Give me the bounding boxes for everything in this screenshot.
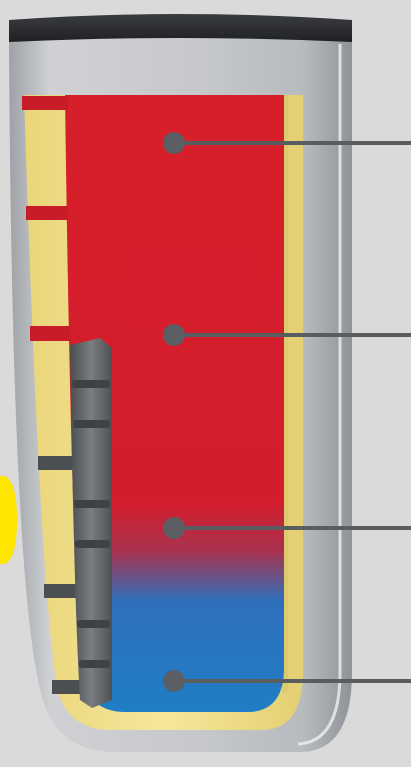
marker-dot-3 (163, 517, 185, 539)
pipe-top (22, 96, 68, 110)
tank-cap (9, 14, 352, 42)
marker-dot-2 (163, 324, 185, 346)
pipe-middle (30, 326, 70, 341)
side-tab (0, 476, 17, 564)
marker-dot-4 (163, 670, 185, 692)
pipe-upper (26, 206, 68, 220)
marker-dot-1 (163, 132, 185, 154)
